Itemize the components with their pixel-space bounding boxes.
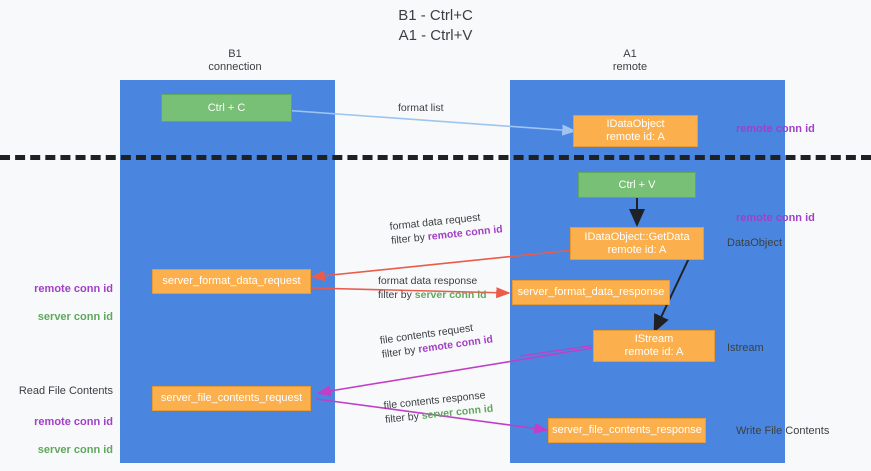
edge-label-file-contents-request: file contents request filter by remote c… [379,321,494,361]
annotation-remote-conn-id-mid: remote conn id [736,212,815,224]
annotation-dataobject: DataObject [727,237,783,249]
column-header-b1: B1 connection [208,48,262,73]
node-ctrl-c[interactable]: Ctrl + C [161,94,292,122]
page-title: B1 - Ctrl+C A1 - Ctrl+V [398,7,473,44]
edge-label-format-list: format list [398,102,444,114]
node-istream[interactable]: IStream remote id: A [593,330,715,362]
annotation-remote-conn-id-top: remote conn id [736,123,815,135]
node-ctrl-v[interactable]: Ctrl + V [578,172,696,198]
column-header-a1: A1 remote [612,48,648,73]
edge-label-format-data-request: format data request filter by remote con… [389,211,504,247]
node-server-format-data-request[interactable]: server_format_data_request [152,269,311,294]
node-server-format-data-response[interactable]: server_format_data_response [512,280,670,305]
edge-label-file-contents-response: file contents response filter by server … [383,389,494,426]
annotation-read-file-contents: Read File Contents [18,385,113,397]
node-server-file-contents-request[interactable]: server_file_contents_request [152,386,311,411]
node-idataobject-getdata[interactable]: IDataObject::GetData remote id: A [570,227,704,260]
annotation-left-conn-ids-bottom: remote conn id server conn id [34,416,113,456]
annotation-istream: Istream [727,342,764,354]
node-server-file-contents-response[interactable]: server_file_contents_response [548,418,706,443]
node-idataobject-remote[interactable]: IDataObject remote id: A [573,115,698,147]
annotation-left-conn-ids-mid: remote conn id server conn id [34,283,113,323]
edge-label-format-data-response: format data response filter by server co… [378,275,487,301]
annotation-write-file-contents: Write File Contents [736,425,830,437]
phase-divider [0,155,871,160]
